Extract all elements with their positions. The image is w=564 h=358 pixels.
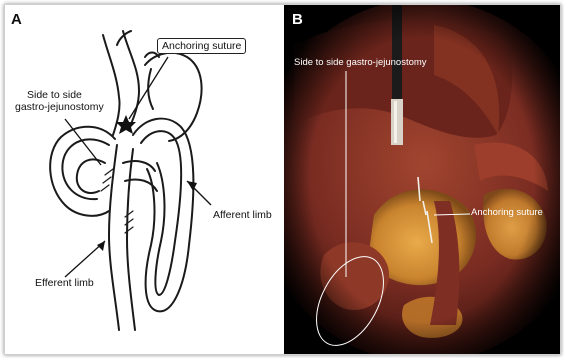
label-efferent-limb: Efferent limb [35,277,94,289]
stomach-remnant [145,53,202,141]
label-afferent-limb: Afferent limb [213,209,272,221]
figure: A Anchoring suture Side to side gastro-j… [4,4,561,355]
leader-side-to-side [65,119,101,165]
label-side-to-side-line1: Side to side [27,89,82,101]
label-anchoring-suture-a: Anchoring suture [157,38,246,54]
efferent-limb-outline [109,145,119,330]
label-side-to-side-b: Side to side gastro-jejunostomy [294,57,427,68]
label-anchoring-suture-b: Anchoring suture [471,207,543,218]
panel-a-illustration: A Anchoring suture Side to side gastro-j… [5,5,282,354]
label-side-to-side-line2: gastro-jejunostomy [15,101,104,113]
panel-b-letter: B [292,11,303,28]
afferent-loop [133,119,193,312]
panel-a-letter: A [11,11,22,28]
panel-b-photo: B Side to side gastro-jejunostomy Anchor… [284,5,560,354]
esophagus-tube [103,35,120,135]
anatomy-drawing [5,5,282,354]
